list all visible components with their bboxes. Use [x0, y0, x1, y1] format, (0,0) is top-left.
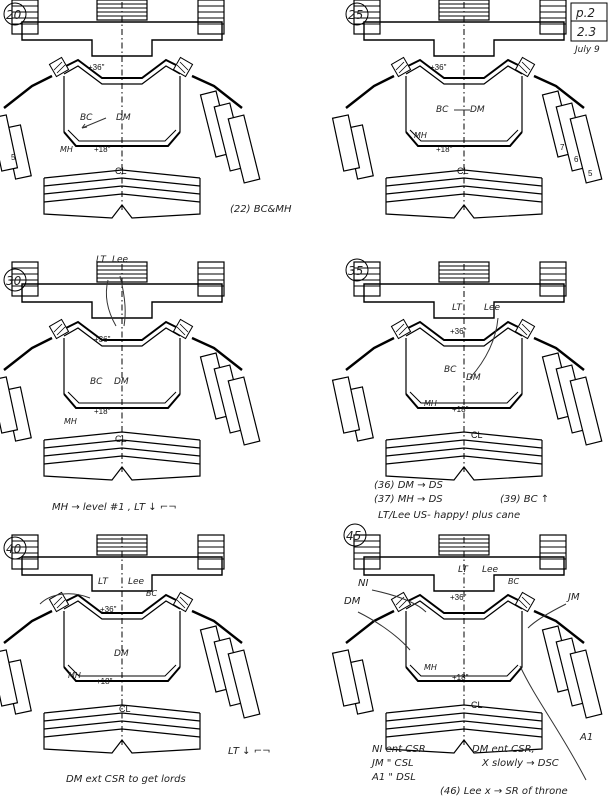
upper-level-label: +36" [94, 335, 111, 344]
actor-mark-lee: Lee [484, 303, 501, 313]
centerline-label: CL [115, 434, 127, 444]
blocking-note: DM ext CSR to get lords [66, 774, 186, 785]
riser-label: 6 [574, 155, 579, 164]
cue-number: 25 [348, 8, 363, 22]
movement-arrows [39, 109, 587, 781]
actor-mark-jm: JM [566, 592, 580, 603]
actor-mark-dm: DM [114, 377, 129, 387]
panel-cue-40: 40 LT Lee BC +36" +18" CL DM MH DM ext C… [0, 533, 271, 785]
blocking-note: (37) MH → DS [374, 494, 443, 505]
actor-mark-bc: BC [146, 589, 157, 598]
lower-level-label: +18" [96, 677, 113, 686]
cue-number: 30 [6, 274, 22, 288]
version-number: 2.3 [577, 25, 596, 39]
actor-mark-dm: DM [466, 373, 481, 383]
actor-mark-dm: DM [470, 105, 485, 115]
date-label: July 9 [573, 45, 600, 55]
riser-label: 7 [560, 143, 565, 152]
actor-mark-lee: Lee [128, 577, 145, 587]
lower-level-label: +18" [452, 405, 469, 414]
lower-level-label: +18" [452, 673, 469, 682]
actor-mark-lt: LT [98, 577, 109, 587]
riser-label: 5 [588, 169, 593, 178]
centerline-label: CL [119, 704, 131, 714]
actor-mark-mh: MH [414, 131, 427, 140]
blocking-note: (36) DM → DS [374, 480, 443, 491]
blocking-note: DM ent CSR, [472, 744, 535, 755]
lower-level-label: +18" [436, 145, 453, 154]
blocking-note: NI ent CSR [372, 744, 426, 755]
actor-mark-mh: MH [68, 671, 81, 680]
cue-number: 45 [346, 529, 361, 543]
blocking-note: JM " CSL [370, 758, 414, 769]
actor-mark-mh: MH [64, 417, 77, 426]
blocking-note: MH → level #1 , LT ↓ ⌐¬ [52, 502, 177, 513]
centerline-label: CL [471, 430, 483, 440]
sheet-header: p.2 2.3 July 9 [570, 2, 608, 55]
actor-mark-lee: Lee [482, 565, 499, 575]
blocking-note: LT ↓ ⌐¬ [228, 746, 271, 757]
riser-label: 5 [11, 153, 16, 162]
panel-cue-35: 35 LT Lee +36" +18" CL BC DM MH (36) DM … [331, 258, 603, 521]
actor-mark-bc: BC [90, 377, 103, 387]
cue-number: 40 [6, 542, 22, 556]
blocking-note: LT/Lee US- happy! plus cane [378, 510, 520, 521]
actor-mark-mh: MH [424, 663, 437, 672]
actor-mark-lt: LT [452, 303, 463, 313]
actor-mark-lee: Lee [112, 255, 129, 265]
actor-mark-ni: NI [358, 578, 368, 589]
blocking-note: A1 " DSL [371, 772, 416, 783]
actor-mark-bc: BC [80, 113, 93, 123]
actor-mark-dm: DM [116, 113, 131, 123]
centerline-label: CL [471, 700, 483, 710]
upper-level-label: +36" [450, 593, 467, 602]
actor-mark-bc: BC [508, 577, 519, 586]
actor-mark-dm: DM [114, 649, 129, 659]
centerline-label: CL [115, 166, 127, 176]
blocking-note: (39) BC ↑ [500, 494, 549, 505]
actor-mark-mh: MH [60, 145, 73, 154]
upper-level-label: +36" [100, 605, 117, 614]
centerline-label: CL [457, 166, 469, 176]
actor-mark-lt: LT [96, 255, 107, 265]
blocking-note: (46) Lee x → SR of throne [440, 786, 568, 797]
actor-mark-a1: A1 [579, 732, 593, 743]
actor-mark-bc: BC [444, 365, 457, 375]
blocking-note: X slowly → DSC [481, 758, 559, 769]
panel-cue-25: 25 +36" +18" CL BC DM MH 7 6 5 [331, 0, 603, 220]
actor-mark-dm: DM [344, 596, 361, 607]
upper-level-label: +36" [450, 327, 467, 336]
actor-mark-lt: LT [458, 565, 469, 575]
cue-number: 20 [6, 8, 22, 22]
panel-cue-45: 45 LT Lee BC NI DM JM +36" +18" CL MH A1… [331, 523, 603, 797]
upper-level-label: +36" [88, 63, 105, 72]
cue-number: 35 [348, 264, 363, 278]
page-ref: p.2 [575, 6, 595, 20]
panel-cue-20: 20 +36" +18" CL BC DM MH (22) BC&MH 5 [0, 0, 292, 220]
panel-cue-30: 30 LT Lee +36" +18" CL BC DM MH MH → lev… [0, 255, 261, 513]
lower-level-label: +18" [94, 145, 111, 154]
lower-level-label: +18" [94, 407, 111, 416]
upper-level-label: +36" [430, 63, 447, 72]
actor-mark-mh: MH [424, 399, 437, 408]
actor-mark-bc: BC [436, 105, 449, 115]
blocking-note: (22) BC&MH [230, 204, 292, 215]
